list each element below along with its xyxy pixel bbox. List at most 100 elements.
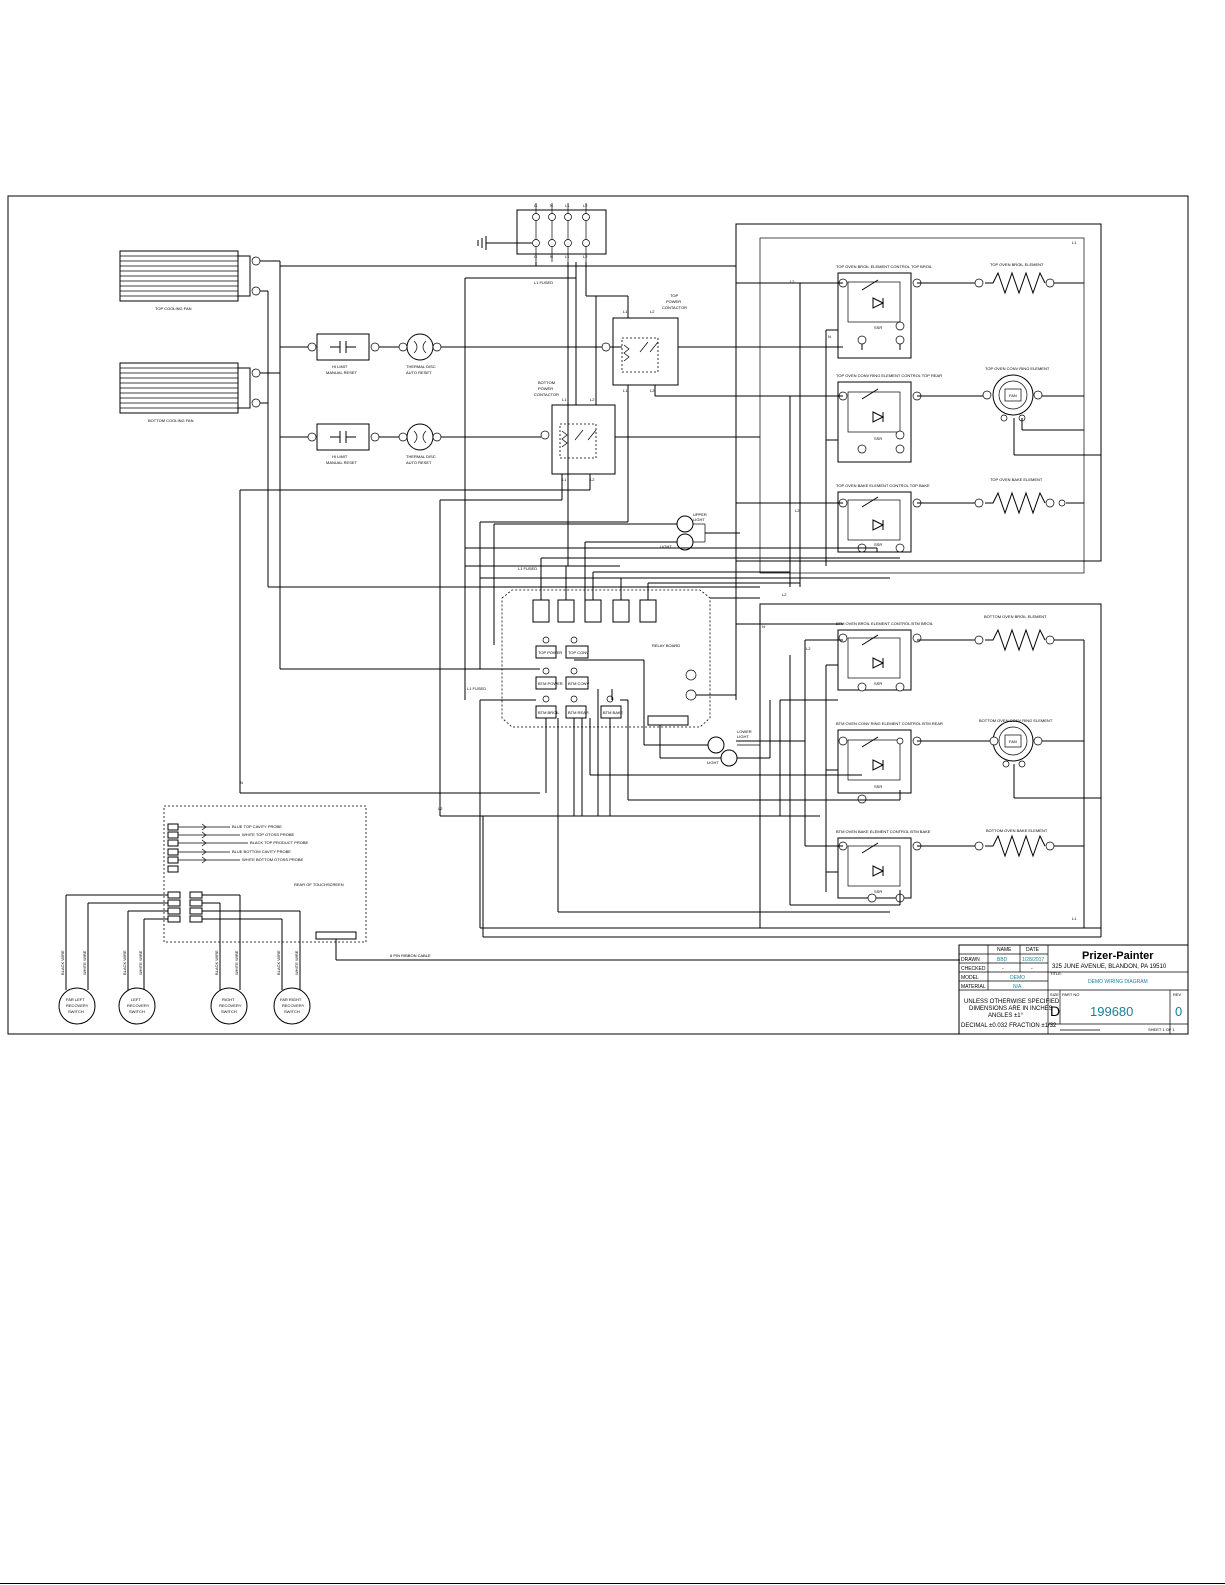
bottom-thermal-label: THERMAL DISC xyxy=(406,454,436,459)
far-left-switch-l2: RECOVERY xyxy=(66,1003,89,1008)
l1-label-1: L1 xyxy=(1072,240,1077,245)
btm-broil-ssr: SSR xyxy=(874,681,882,686)
far-right-switch-l3: SWITCH xyxy=(284,1009,300,1014)
top-thermal-label: THERMAL DISC xyxy=(406,364,436,369)
tb-sheet: SHEET 1 OF 1 xyxy=(1148,1027,1175,1032)
relay-btm-bake: BTM BAKE xyxy=(603,710,624,715)
left-recovery-switch: LEFT RECOVERY SWITCH xyxy=(118,987,156,1025)
bottom-contactor-l1-out: L1 xyxy=(562,477,567,482)
bottom-hi-limit-label: HI LIMIT xyxy=(332,454,348,459)
terminal-label-l2: L2 xyxy=(583,203,588,208)
tb-part-label: PART NO xyxy=(1062,992,1079,997)
far-left-switch-l1: FAR LEFT xyxy=(66,997,85,1002)
top-contactor-l2-out: L2 xyxy=(650,388,655,393)
tb-material-value: N/A xyxy=(1013,984,1022,990)
far-left-switch-l3: SWITCH xyxy=(68,1009,84,1014)
probe-label-5: WHITE BOTTOM OTOSS PROBE xyxy=(242,857,304,862)
page-bottom-rule xyxy=(0,1583,1225,1584)
probe-label-4: BLUE BOTTOM CAVITY PROBE xyxy=(232,849,291,854)
tb-material-label: MATERIAL xyxy=(961,984,986,990)
top-conv-fan-label: FAN xyxy=(1009,393,1017,398)
n-label-1: N xyxy=(240,780,243,785)
terminal-label-n: N xyxy=(550,203,553,208)
tb-size-label: SIZE xyxy=(1050,992,1059,997)
probe-label-3: BLACK TOP PRODUCT PROBE xyxy=(250,840,308,845)
upper-light-label-2: LIGHT xyxy=(693,517,705,522)
left-switch-l2: RECOVERY xyxy=(127,1003,150,1008)
bottom-contactor-l1: L1 xyxy=(562,397,567,402)
tb-checked-name: - xyxy=(1002,966,1004,972)
top-hi-limit: HI LIMIT MANUAL RESET xyxy=(307,333,380,375)
top-conv-control: TOP OVEN CONV RING ELEMENT CONTROL TOP R… xyxy=(836,373,942,463)
tb-checked-date: - xyxy=(1031,966,1033,972)
bottom-contactor-l2-out: L2 xyxy=(590,477,595,482)
bottom-contactor-label-3: CONTACTOR xyxy=(534,392,559,397)
terminal-bottom-l1: L1 xyxy=(565,254,570,259)
top-contactor-l1: L1 xyxy=(623,309,628,314)
top-oven-inner-bus xyxy=(759,237,1085,574)
wire-label-8: WHITE WIRE xyxy=(294,950,299,975)
upper-light: UPPER LIGHT LIGHT xyxy=(660,512,707,551)
tb-rev-value: 0 xyxy=(1175,1004,1182,1019)
lower-light: LOWER LIGHT LIGHT xyxy=(707,729,760,767)
lower-light-label-2: LIGHT xyxy=(737,734,749,739)
relay-btm-conv: BTM CONV xyxy=(568,681,589,686)
top-broil-ssr: SSR xyxy=(874,325,882,330)
n-label-2: N xyxy=(828,334,831,339)
btm-conv-control: BTM OVEN CONV RING ELEMENT CONTROL BTM R… xyxy=(836,721,943,804)
top-broil-control-label: TOP OVEN BROIL ELEMENT CONTROL TOP BROIL xyxy=(836,264,933,269)
bottom-oven-section xyxy=(759,603,1102,929)
far-left-recovery-switch: FAR LEFT RECOVERY SWITCH xyxy=(58,987,96,1025)
wire-label-6: WHITE WIRE xyxy=(234,950,239,975)
wire-label-1: BLACK WIRE xyxy=(60,950,65,975)
tb-title-label: TITLE: xyxy=(1050,971,1062,976)
wire-label-7: BLACK WIRE xyxy=(276,950,281,975)
drawing-border xyxy=(7,195,1189,1035)
top-contactor-label-1: TOP xyxy=(670,293,678,298)
terminal-label-l1: L1 xyxy=(565,203,570,208)
far-right-recovery-switch: FAR RIGHT RECOVERY SWITCH xyxy=(273,987,311,1025)
relay-board: RELAY BOARD TOP POWER TOP CONV BTM POWER… xyxy=(501,589,711,728)
company-address: 325 JUNE AVENUE, BLANDON, PA 19510 xyxy=(1052,964,1167,970)
top-conv-ssr: SSR xyxy=(874,436,882,441)
rear-board-label: REAR OF TOUCHSCREEN xyxy=(294,882,344,887)
btm-bake-ssr: SSR xyxy=(874,889,882,894)
btm-conv-element-label: BOTTOM OVEN CONV RING ELEMENT xyxy=(979,718,1053,723)
right-switch-l2: RECOVERY xyxy=(219,1003,242,1008)
ground-icon xyxy=(477,236,532,250)
btm-conv-fan-element: FAN BOTTOM OVEN CONV RING ELEMENT xyxy=(979,718,1053,768)
top-contactor-l2: L2 xyxy=(650,309,655,314)
tb-size-value: D xyxy=(1050,1003,1060,1019)
relay-btm-rear: BTM REAR xyxy=(568,710,589,715)
l2-label-4: L2 xyxy=(806,646,811,651)
l2-label-3: L2 xyxy=(782,592,787,597)
btm-bake-control-label: BTM OVEN BAKE ELEMENT CONTROL BTM BAKE xyxy=(836,829,931,834)
top-contactor-l1-out: L1 xyxy=(623,388,628,393)
right-switch-l1: RIGHT xyxy=(222,997,235,1002)
top-bake-ssr: SSR xyxy=(874,542,882,547)
far-right-switch-l1: FAR RIGHT xyxy=(280,997,302,1002)
tb-note-2: DIMENSIONS ARE IN INCHES xyxy=(969,1006,1053,1012)
upper-light-label-3: LIGHT xyxy=(660,544,672,549)
tb-model-value: DEMO xyxy=(1010,975,1025,981)
top-conv-control-label: TOP OVEN CONV RING ELEMENT CONTROL TOP R… xyxy=(836,373,942,378)
top-hi-limit-label: HI LIMIT xyxy=(332,364,348,369)
l1-fused-label-1: L1 FUSED xyxy=(534,280,553,285)
wire-label-2: WHITE WIRE xyxy=(82,950,87,975)
relay-board-label: RELAY BOARD xyxy=(652,643,680,648)
top-conv-fan-element: FAN TOP OVEN CONV RING ELEMENT xyxy=(982,366,1050,422)
wire-label-3: BLACK WIRE xyxy=(122,950,127,975)
tb-part-value: 199680 xyxy=(1090,1004,1133,1019)
lower-light-label-1: LOWER xyxy=(737,729,752,734)
terminal-bottom-n: N xyxy=(550,254,553,259)
btm-broil-element: BOTTOM OVEN BROIL ELEMENT xyxy=(974,614,1055,652)
btm-bake-element-label: BOTTOM OVEN BAKE ELEMENT xyxy=(986,828,1048,833)
relay-top-power: TOP POWER xyxy=(538,650,562,655)
top-conv-element-label: TOP OVEN CONV RING ELEMENT xyxy=(985,366,1050,371)
btm-broil-element-label: BOTTOM OVEN BROIL ELEMENT xyxy=(984,614,1047,619)
bottom-fan-label: BOTTOM COOLING FAN xyxy=(148,418,194,423)
l1-fused-label-3: L1 FUSED xyxy=(467,686,486,691)
top-auto-reset-label: AUTO RESET xyxy=(406,370,432,375)
probe-label-1: BLUE TOP CAVITY PROBE xyxy=(232,824,282,829)
